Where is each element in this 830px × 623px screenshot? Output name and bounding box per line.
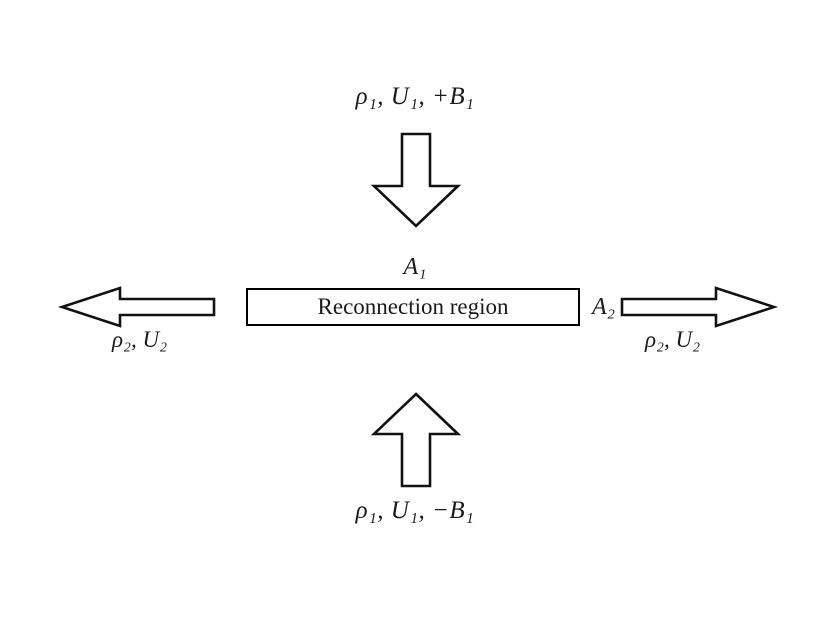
outflow-right-label: ρ₂, U₂ (645, 327, 701, 352)
inflow-bottom-label: ρ₁, U₁, −B₁ (355, 497, 475, 524)
outflow-left-label: ρ₂, U₂ (112, 327, 168, 352)
outflow-arrow-left (57, 286, 216, 328)
area-outflow-label: A₂ (592, 294, 616, 320)
inflow-arrow-top (370, 132, 462, 228)
inflow-arrow-bottom (370, 392, 462, 488)
reconnection-region-label: Reconnection region (317, 294, 509, 319)
area-inflow-label: A₁ (403, 254, 427, 280)
reconnection-region-box: Reconnection region (246, 288, 580, 326)
inflow-top-label: ρ₁, U₁, +B₁ (355, 83, 475, 110)
outflow-arrow-right (620, 286, 779, 328)
